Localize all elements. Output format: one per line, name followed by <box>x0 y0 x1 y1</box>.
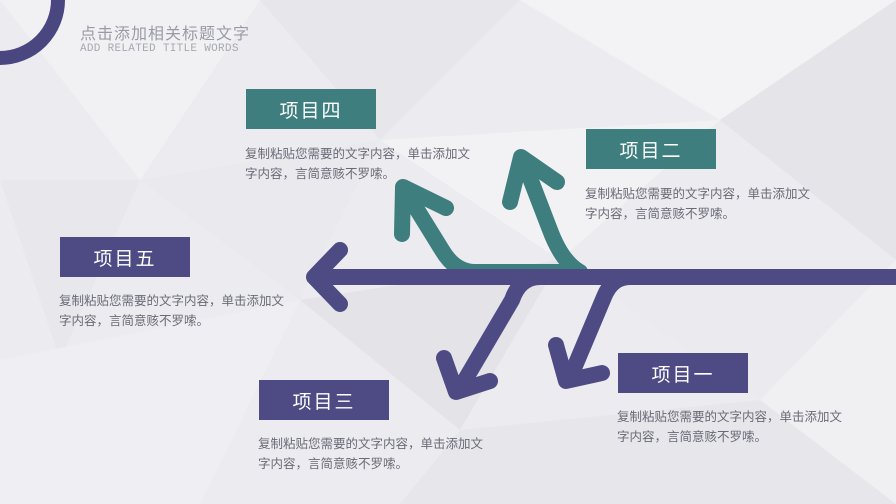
item-4-description: 复制粘贴您需要的文字内容，单击添加文 字内容，言简意赅不罗嗦。 <box>245 144 505 184</box>
item-5-description: 复制粘贴您需要的文字内容，单击添加文 字内容，言简意赅不罗嗦。 <box>59 291 319 331</box>
item-3-desc-line2: 字内容，言简意赅不罗嗦。 <box>258 456 409 471</box>
item-3-desc-line1: 复制粘贴您需要的文字内容，单击添加文 <box>258 436 484 451</box>
item-5-label: 项目五 <box>60 237 190 277</box>
item-1-desc-line1: 复制粘贴您需要的文字内容，单击添加文 <box>617 409 843 424</box>
item-1-label: 项目一 <box>618 353 748 393</box>
item-4-label: 项目四 <box>246 89 376 129</box>
purple-arrowhead-item-3 <box>436 350 498 400</box>
teal-arrowhead-item-4 <box>394 179 454 242</box>
item-5-desc-line2: 字内容，言简意赅不罗嗦。 <box>59 313 210 328</box>
page-subtitle: ADD RELATED TITLE WORDS <box>80 43 239 55</box>
item-2-desc-line1: 复制粘贴您需要的文字内容，单击添加文 <box>585 186 811 201</box>
purple-arrow-item-1 <box>564 269 688 381</box>
item-1-desc-line2: 字内容，言简意赅不罗嗦。 <box>617 429 768 444</box>
item-2-description: 复制粘贴您需要的文字内容，单击添加文 字内容，言简意赅不罗嗦。 <box>585 184 845 224</box>
page-title: 点击添加相关标题文字 <box>80 24 251 43</box>
item-2-desc-line2: 字内容，言简意赅不罗嗦。 <box>585 206 736 221</box>
item-4-desc-line2: 字内容，言简意赅不罗嗦。 <box>245 166 396 181</box>
purple-arrow-item-3 <box>454 269 588 393</box>
purple-arrowhead-item-1 <box>548 337 610 389</box>
item-1-description: 复制粘贴您需要的文字内容，单击添加文 字内容，言简意赅不罗嗦。 <box>617 407 877 447</box>
item-3-label: 项目三 <box>259 380 389 420</box>
purple-arrowhead-item-5 <box>306 242 348 312</box>
item-4-desc-line1: 复制粘贴您需要的文字内容，单击添加文 <box>245 146 471 161</box>
item-3-description: 复制粘贴您需要的文字内容，单击添加文 字内容，言简意赅不罗嗦。 <box>258 434 518 474</box>
item-5-desc-line1: 复制粘贴您需要的文字内容，单击添加文 <box>59 293 285 308</box>
teal-arrowhead-item-2 <box>502 149 565 210</box>
item-2-label: 项目二 <box>586 129 716 169</box>
